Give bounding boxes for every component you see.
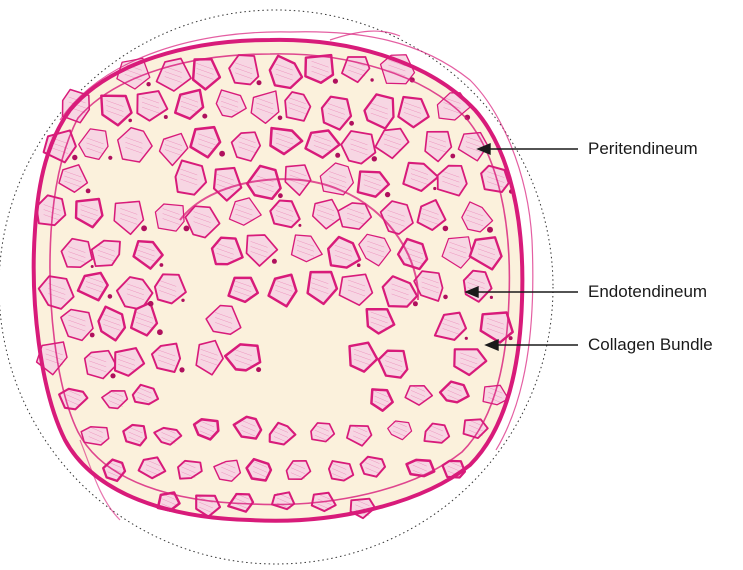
septal-junction xyxy=(146,82,150,86)
septal-junction xyxy=(86,189,91,194)
collagen-bundle xyxy=(247,459,271,480)
septal-junction xyxy=(148,301,154,307)
label-endotendineum: Endotendineum xyxy=(588,282,707,302)
septal-junction xyxy=(128,119,132,123)
septal-junction xyxy=(333,79,338,84)
septal-junction xyxy=(257,80,262,85)
septal-junction xyxy=(108,294,113,299)
septal-junction xyxy=(278,193,283,198)
septal-junction xyxy=(164,115,168,119)
collagen-bundle xyxy=(81,427,109,445)
septal-junction xyxy=(385,192,390,197)
septal-junction xyxy=(413,301,418,306)
septal-junction xyxy=(160,263,164,267)
septal-junction xyxy=(490,296,493,299)
septal-junction xyxy=(184,226,190,232)
collagen-bundle xyxy=(329,461,353,481)
septal-junction xyxy=(181,299,184,302)
septal-junction xyxy=(509,336,513,340)
septal-junction xyxy=(157,329,163,335)
collagen-bundle xyxy=(407,460,435,476)
septal-junction xyxy=(298,224,301,227)
label-peritendineum: Peritendineum xyxy=(588,139,698,159)
septal-junction xyxy=(91,265,94,268)
septal-junction xyxy=(487,227,493,233)
septal-junction xyxy=(110,373,115,378)
septal-junction xyxy=(357,263,361,267)
septal-junction xyxy=(202,114,207,119)
septal-junction xyxy=(90,333,95,338)
septal-junction xyxy=(108,156,112,160)
septal-junction xyxy=(349,121,354,126)
collagen-bundle xyxy=(155,204,184,231)
septal-junction xyxy=(278,116,283,121)
septal-junction xyxy=(433,187,436,190)
septal-junction xyxy=(219,151,225,157)
septal-junction xyxy=(450,154,455,159)
collagen-bundle xyxy=(123,425,146,446)
septal-junction xyxy=(272,259,277,264)
septal-junction xyxy=(372,156,377,161)
septal-junction xyxy=(179,367,184,372)
septal-junction xyxy=(370,78,373,81)
label-collagen-bundle: Collagen Bundle xyxy=(588,335,713,355)
septal-junction xyxy=(256,367,261,372)
septal-junction xyxy=(443,295,448,300)
septal-junction xyxy=(443,226,449,232)
septal-junction xyxy=(72,155,77,160)
septal-junction xyxy=(335,153,340,158)
collagen-bundle xyxy=(481,166,509,192)
septal-junction xyxy=(141,225,147,231)
septal-junction xyxy=(465,337,468,340)
